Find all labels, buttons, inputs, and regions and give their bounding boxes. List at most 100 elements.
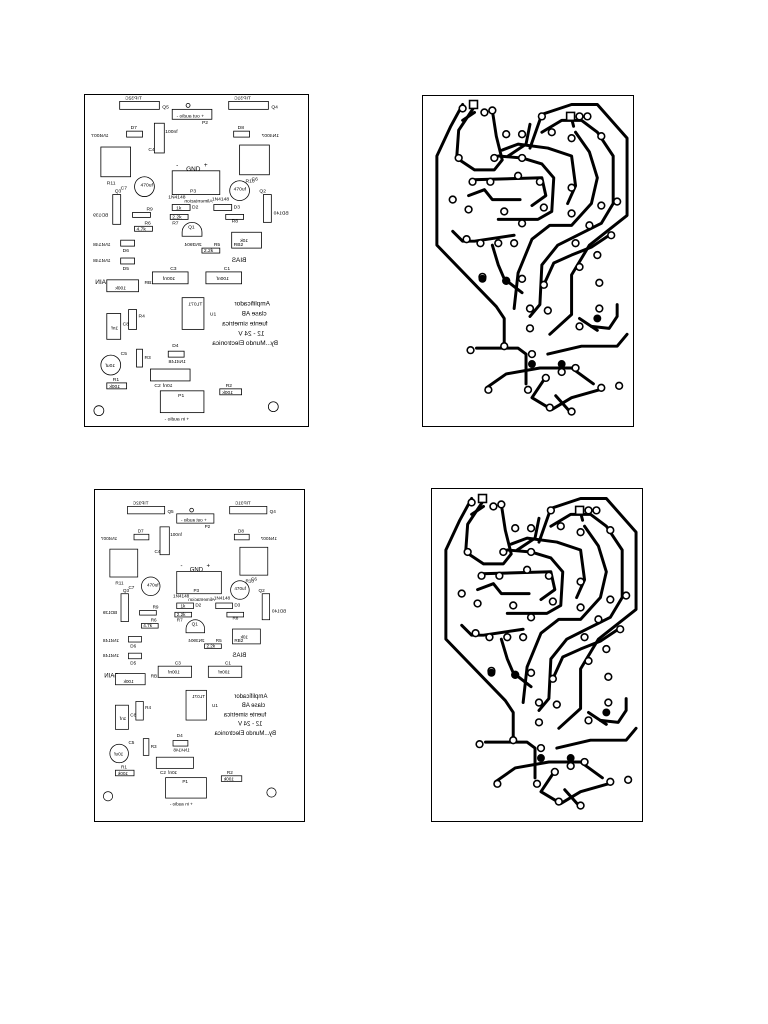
solder-pad	[494, 239, 503, 248]
solder-pad	[490, 153, 499, 163]
label-title5: By...Mundo Electronica	[214, 731, 276, 737]
label-plus: +	[204, 162, 208, 169]
label-c4-val: 100nf	[170, 532, 182, 537]
solder-pad	[480, 108, 489, 117]
solder-pad	[536, 743, 546, 753]
copper-trace	[542, 233, 611, 287]
label-r5: R5	[214, 242, 221, 248]
label-diode-left: 1N4007	[91, 133, 109, 139]
label-c5-val: 10uf	[114, 751, 124, 756]
solder-pad	[602, 708, 611, 717]
solder-pad	[499, 547, 508, 557]
label-bd140: BD140	[273, 210, 288, 216]
label-r3: R3	[151, 744, 157, 749]
copper-trace	[480, 570, 557, 602]
solder-pad	[593, 314, 602, 323]
solder-pad	[478, 274, 487, 283]
solder-pad	[554, 797, 563, 806]
solder-pad	[502, 130, 511, 139]
component-outline	[185, 619, 205, 634]
label-c1-val: 100nf	[218, 670, 230, 675]
label-bd139: BD139	[93, 212, 108, 218]
copper-trace	[589, 303, 619, 330]
label-r7: R7	[177, 618, 183, 623]
label-d4: D4	[177, 733, 183, 738]
label-q4: Q4	[270, 509, 277, 514]
solder-pad	[566, 761, 575, 771]
solder-pad	[550, 767, 559, 777]
component-outline	[157, 665, 192, 678]
label-c8-val: 1nf	[111, 325, 118, 331]
label-r2: R2	[227, 770, 233, 775]
label-q1: Q1	[192, 621, 199, 626]
component-outline	[151, 271, 189, 285]
label-u1: U1	[210, 312, 217, 318]
copper-trace	[476, 582, 531, 596]
label-d8: D8	[238, 528, 244, 533]
solder-pad	[463, 547, 472, 557]
component-outline	[174, 611, 192, 618]
label-d7: D7	[138, 528, 144, 533]
solder-pad	[526, 668, 536, 677]
solder-pad	[541, 373, 550, 383]
component-outline	[135, 701, 144, 721]
solder-pad	[509, 239, 519, 248]
solder-pad	[566, 754, 575, 762]
component-outline	[204, 643, 222, 649]
solder-pad	[616, 625, 625, 634]
solder-pad	[584, 656, 593, 666]
label-p1: P1	[182, 779, 188, 784]
label-title1: Amplificador	[234, 694, 267, 700]
component-outline	[106, 382, 128, 390]
solder-pad	[604, 698, 613, 707]
label-title3: fuente simetrica	[222, 320, 268, 327]
label-p2: P2	[205, 524, 211, 529]
component-outline	[115, 704, 129, 730]
copper-trace	[471, 176, 548, 208]
component-outline	[226, 611, 244, 618]
label-d5: D5	[130, 660, 136, 665]
solder-pad	[614, 381, 624, 390]
label-diode-right: 1N4007	[260, 536, 277, 541]
solder-pad	[583, 112, 592, 121]
label-r4: R4	[139, 313, 146, 319]
solder-pad	[539, 280, 549, 289]
label-r11: R11	[115, 580, 124, 585]
solder-pad	[448, 195, 457, 204]
component-outline	[159, 526, 170, 556]
copper-trace	[537, 497, 638, 730]
component-outline	[134, 176, 155, 197]
label-c8: C8	[130, 712, 136, 717]
component-outline	[159, 390, 205, 414]
label-r8: R8	[232, 616, 238, 621]
component-outline	[181, 221, 203, 237]
component-outline	[176, 513, 215, 524]
solder-pad	[543, 306, 552, 315]
component-outline	[261, 593, 271, 621]
solder-pad	[522, 565, 532, 574]
component-outline	[181, 297, 205, 330]
label-d2: D2	[195, 603, 201, 608]
component-outline	[128, 652, 142, 660]
solder-pad	[509, 736, 518, 745]
label-in: + in audio -	[164, 417, 189, 423]
label-c8-val: 1nf	[119, 716, 126, 721]
copper-board-top	[422, 95, 634, 427]
label-q-right: TIP31C	[234, 501, 250, 506]
label-bd139: BD139	[102, 610, 117, 615]
component-outline	[201, 247, 221, 254]
solder-pad	[468, 177, 477, 186]
copper-trace	[551, 627, 620, 681]
solder-pad	[557, 360, 566, 368]
component-outline	[120, 257, 135, 265]
component-outline	[266, 787, 277, 798]
label-hundred-k: 100k	[115, 286, 126, 292]
component-outline	[142, 738, 150, 756]
solder-pad	[486, 177, 495, 186]
component-outline	[120, 593, 129, 622]
silkscreen-board-bottom: TIP32C TIP31C Q5 Q4 + out audio - P2 D7 …	[94, 489, 305, 822]
label-c7: C7	[128, 585, 134, 590]
label-cap470-a: 470uf	[147, 582, 159, 587]
label-d3: D3	[234, 204, 241, 210]
label-r1k: 1k	[180, 604, 186, 609]
